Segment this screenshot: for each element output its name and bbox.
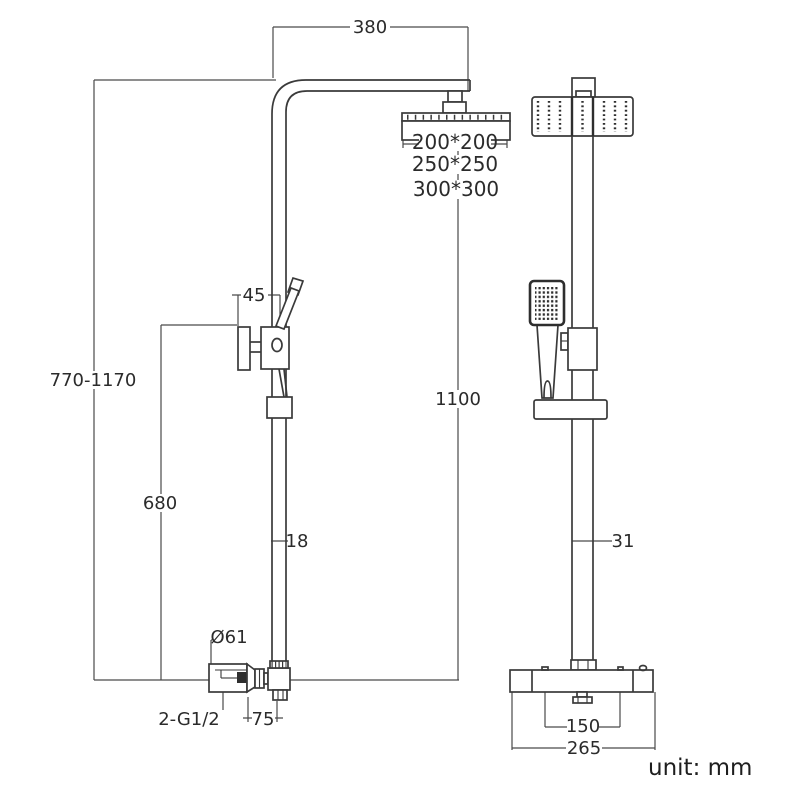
- dim-front-pipe-width: 18: [286, 531, 309, 552]
- dim-arm-length: 380: [353, 17, 387, 38]
- dimension-labels: 380 200*200 250*250 300*300 45 770-1170 …: [50, 17, 753, 781]
- head-size-option-3: 300*300: [413, 177, 499, 201]
- unit-note: unit: mm: [648, 755, 752, 781]
- head-size-option-2: 250*250: [412, 152, 498, 176]
- overhead-shower-connector: [442, 90, 467, 114]
- hose-connector-front: [266, 396, 293, 419]
- riser-pipe-side: [571, 97, 594, 660]
- dim-bracket-offset: 45: [243, 285, 266, 306]
- dim-valve-length: 265: [567, 738, 601, 759]
- side-view: [509, 77, 654, 704]
- thermostatic-valve-side: [509, 659, 654, 704]
- soap-shelf: [533, 399, 608, 420]
- dim-valve-diameter: Ø61: [210, 627, 247, 648]
- riser-pipe-and-arm: [271, 79, 471, 661]
- hand-shower-side: [528, 279, 608, 420]
- dim-inlet-thread: 2-G1/2: [158, 709, 220, 730]
- dim-valve-depth: 75: [252, 709, 275, 730]
- mixer-valve-front: [208, 660, 291, 701]
- dim-inlet-spacing: 150: [566, 716, 600, 737]
- overhead-connector-side: [571, 77, 596, 98]
- dim-height-range: 770-1170: [50, 370, 137, 391]
- dim-side-pipe-width: 31: [612, 531, 635, 552]
- dim-bracket-height: 680: [143, 493, 177, 514]
- dim-riser-height: 1100: [435, 389, 481, 410]
- slider-clamp-side: [567, 327, 598, 371]
- overhead-shower-head-side: [531, 96, 634, 137]
- head-size-option-1: 200*200: [412, 130, 498, 154]
- hand-shower-bracket-front: [237, 276, 305, 419]
